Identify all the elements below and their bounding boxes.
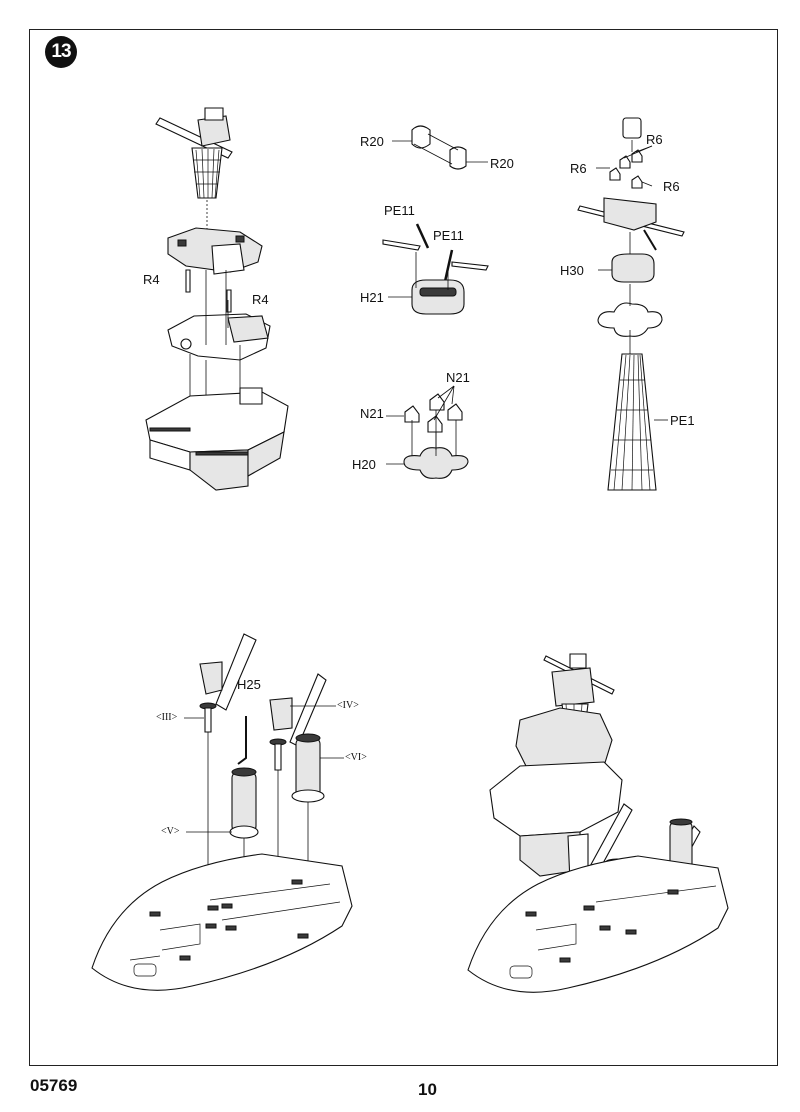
label-h30: H30 [560,263,584,278]
label-n21-left: N21 [360,406,384,421]
label-roman-vi: <VI> [345,752,367,763]
r20-searchlight-assembly [392,126,488,169]
label-r4-right: R4 [252,292,269,307]
label-r20-left: R20 [360,134,384,149]
product-code: 05769 [30,1076,78,1095]
label-pe11-left: PE11 [384,203,415,218]
deck-parts-exploded [92,634,352,990]
label-r4-left: R4 [143,272,160,287]
label-r6-right: R6 [663,179,680,194]
label-roman-iii: <III> [156,712,178,723]
forward-superstructure-assembly [146,108,288,490]
label-pe11-right: PE11 [433,228,464,243]
label-roman-iv: <IV> [337,700,359,711]
label-h20: H20 [352,457,376,472]
label-n21-top: N21 [446,370,470,385]
completed-assembly-view [468,654,728,992]
main-mast-assembly [578,118,684,490]
label-h21: H21 [360,290,384,305]
page-number: 10 [418,1080,437,1099]
label-r6-left: R6 [570,161,587,176]
h21-platform-assembly [383,224,488,314]
step-number-badge: 13 [45,36,77,68]
label-h25: H25 [237,677,261,692]
page-frame [29,29,778,1066]
h20-platform-assembly [386,386,468,478]
label-r20-right: R20 [490,156,514,171]
label-roman-v: <V> [161,826,180,837]
label-pe1: PE1 [670,413,695,428]
label-r6-top: R6 [646,132,663,147]
